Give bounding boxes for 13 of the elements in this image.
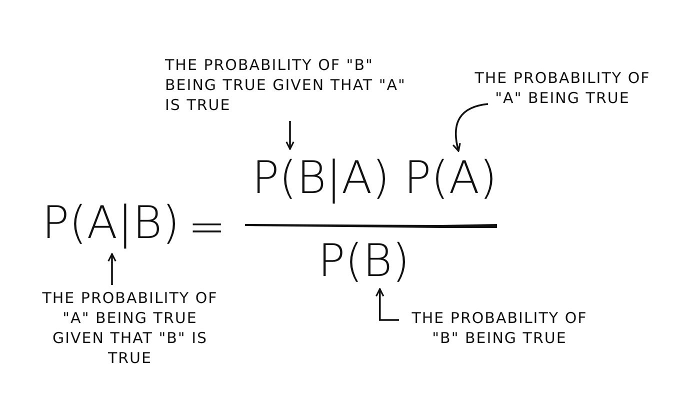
probability-term: P(A) <box>404 153 498 203</box>
equals-sign: = <box>188 202 226 252</box>
annotation-text: THE PROBABILITY OF "B" BEING TRUE <box>402 308 597 348</box>
annotation-text: THE PROBABILITY OF "A" BEING TRUE <box>470 68 655 108</box>
annotation-text: THE PROBABILITY OF "A" BEING TRUE GIVEN THAT "B" IS TRUE <box>40 288 220 368</box>
leader-arrow <box>108 253 116 285</box>
leader-arrow <box>286 121 294 150</box>
probability-term: P(A|B) <box>42 198 180 248</box>
leader-arrow <box>452 103 488 152</box>
probability-term: P(B) <box>318 236 410 286</box>
probability-term: P(B|A) <box>252 153 390 203</box>
leader-arrow <box>375 288 399 321</box>
annotation-text: THE PROBABILITY OF "B" BEING TRUE GIVEN THAT "A" IS TRUE <box>165 55 425 115</box>
